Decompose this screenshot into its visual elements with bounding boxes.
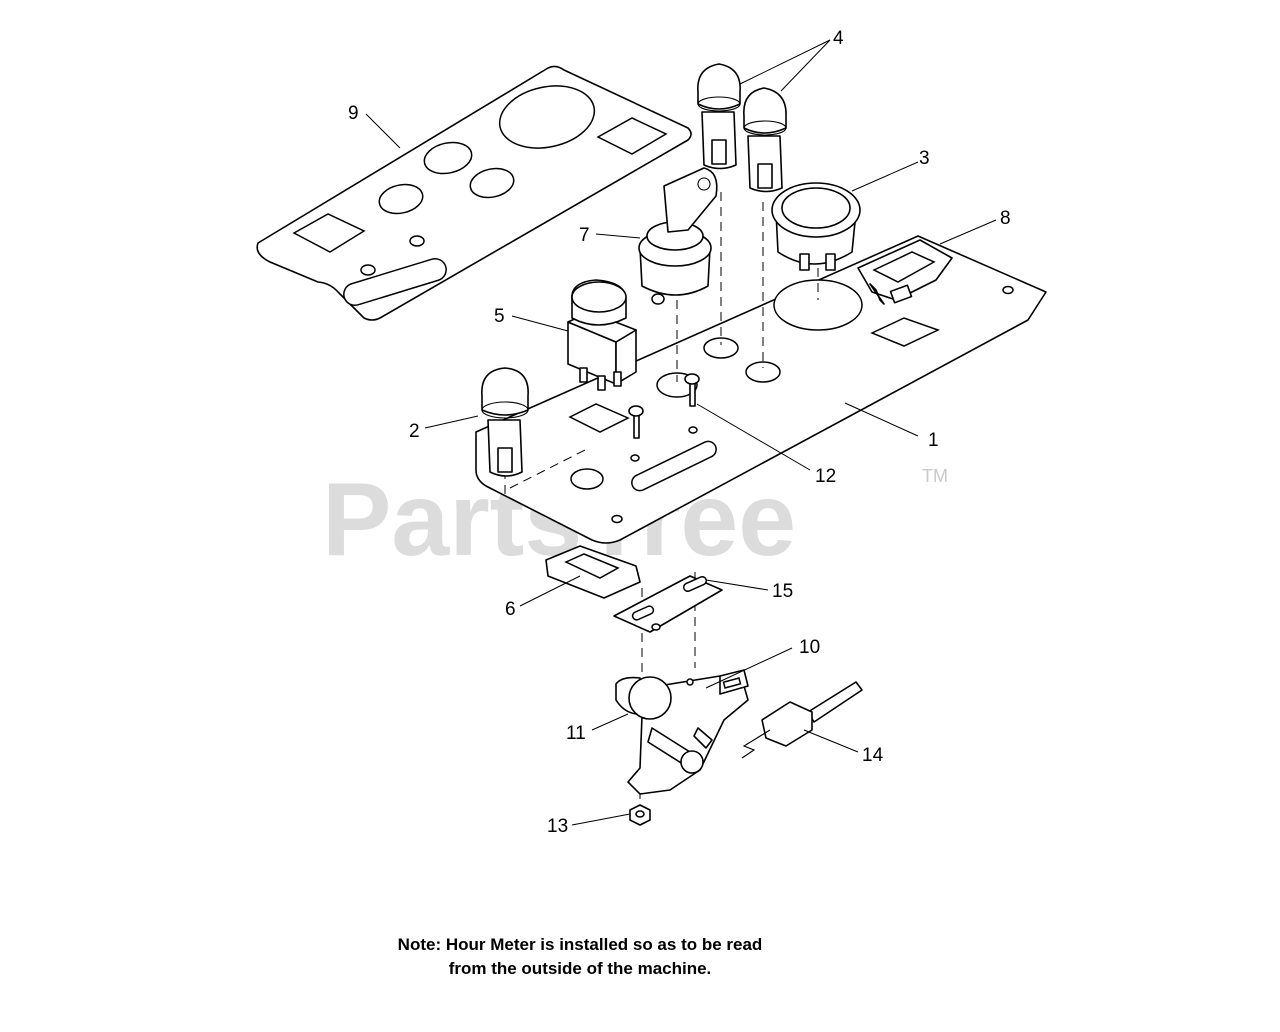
callout-8: 8 [1000, 208, 1011, 229]
ignition-switch [638, 167, 718, 305]
callout-3: 3 [919, 148, 930, 169]
callout-4: 4 [833, 28, 844, 49]
indicator-light-2 [481, 367, 529, 477]
callout-11: 11 [566, 723, 586, 744]
screws [628, 373, 700, 439]
indicator-light-4a [697, 63, 741, 170]
callout-14: 14 [862, 745, 884, 766]
callout-2: 2 [409, 421, 420, 442]
watermark-trademark: TM [922, 466, 948, 486]
leader-lines [365, 39, 997, 826]
bezel [545, 545, 641, 599]
callout-7: 7 [579, 225, 590, 246]
rectangular-gauge [857, 239, 953, 305]
callout-6: 6 [505, 599, 516, 620]
nut [629, 804, 651, 826]
callout-5: 5 [494, 306, 505, 327]
note-line-1: Note: Hour Meter is installed so as to b… [397, 935, 763, 954]
callout-9: 9 [348, 103, 359, 124]
note-line-2: from the outside of the machine. [448, 959, 712, 978]
indicator-light-4b [743, 87, 787, 193]
callout-labels: 1 2 3 4 5 6 7 8 9 10 11 12 13 14 15 [348, 28, 1011, 837]
seat-switch-bracket [615, 669, 749, 795]
bracket-plate [613, 575, 723, 633]
wire-harness [741, 681, 863, 759]
hour-meter [771, 182, 861, 271]
callout-10: 10 [799, 637, 820, 658]
dash-panel [475, 235, 1047, 544]
callout-15: 15 [772, 581, 793, 602]
decal-overlay [256, 65, 692, 321]
installation-note: Note: Hour Meter is installed so as to b… [330, 933, 830, 981]
pto-switch [567, 279, 637, 391]
callout-12: 12 [815, 466, 836, 487]
callout-13: 13 [547, 816, 568, 837]
callout-1: 1 [928, 430, 939, 451]
